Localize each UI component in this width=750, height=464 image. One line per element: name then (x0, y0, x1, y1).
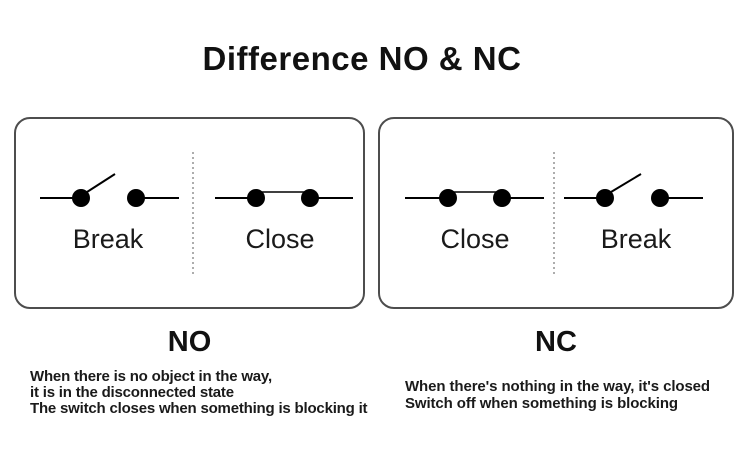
panel-nc: Close Break (378, 117, 734, 309)
caption-heading-no: NO (167, 326, 212, 358)
description-line: The switch closes when something is bloc… (30, 400, 368, 417)
open-contact-icon (40, 173, 179, 207)
panel-no: Break Close (14, 117, 365, 309)
caption-heading-nc: NC (535, 326, 577, 358)
description-line: When there's nothing in the way, it's cl… (405, 378, 710, 395)
state-label-break: Break (600, 224, 672, 254)
description-no: When there is no object in the way, it i… (30, 368, 368, 417)
switch-symbols-nc (405, 152, 703, 275)
switch-symbols-no (40, 152, 353, 276)
description-line: Switch off when something is blocking (405, 395, 678, 412)
page-title: Difference NO & NC (202, 40, 522, 77)
closed-contact-icon (215, 189, 353, 207)
closed-contact-icon (405, 189, 544, 207)
open-contact-icon (564, 173, 703, 207)
state-label-close: Close (440, 224, 510, 254)
description-line: it is in the disconnected state (30, 384, 234, 401)
description-nc: When there's nothing in the way, it's cl… (405, 378, 710, 412)
state-label-close: Close (245, 224, 315, 254)
description-line: When there is no object in the way, (30, 368, 272, 385)
state-label-break: Break (72, 224, 144, 254)
